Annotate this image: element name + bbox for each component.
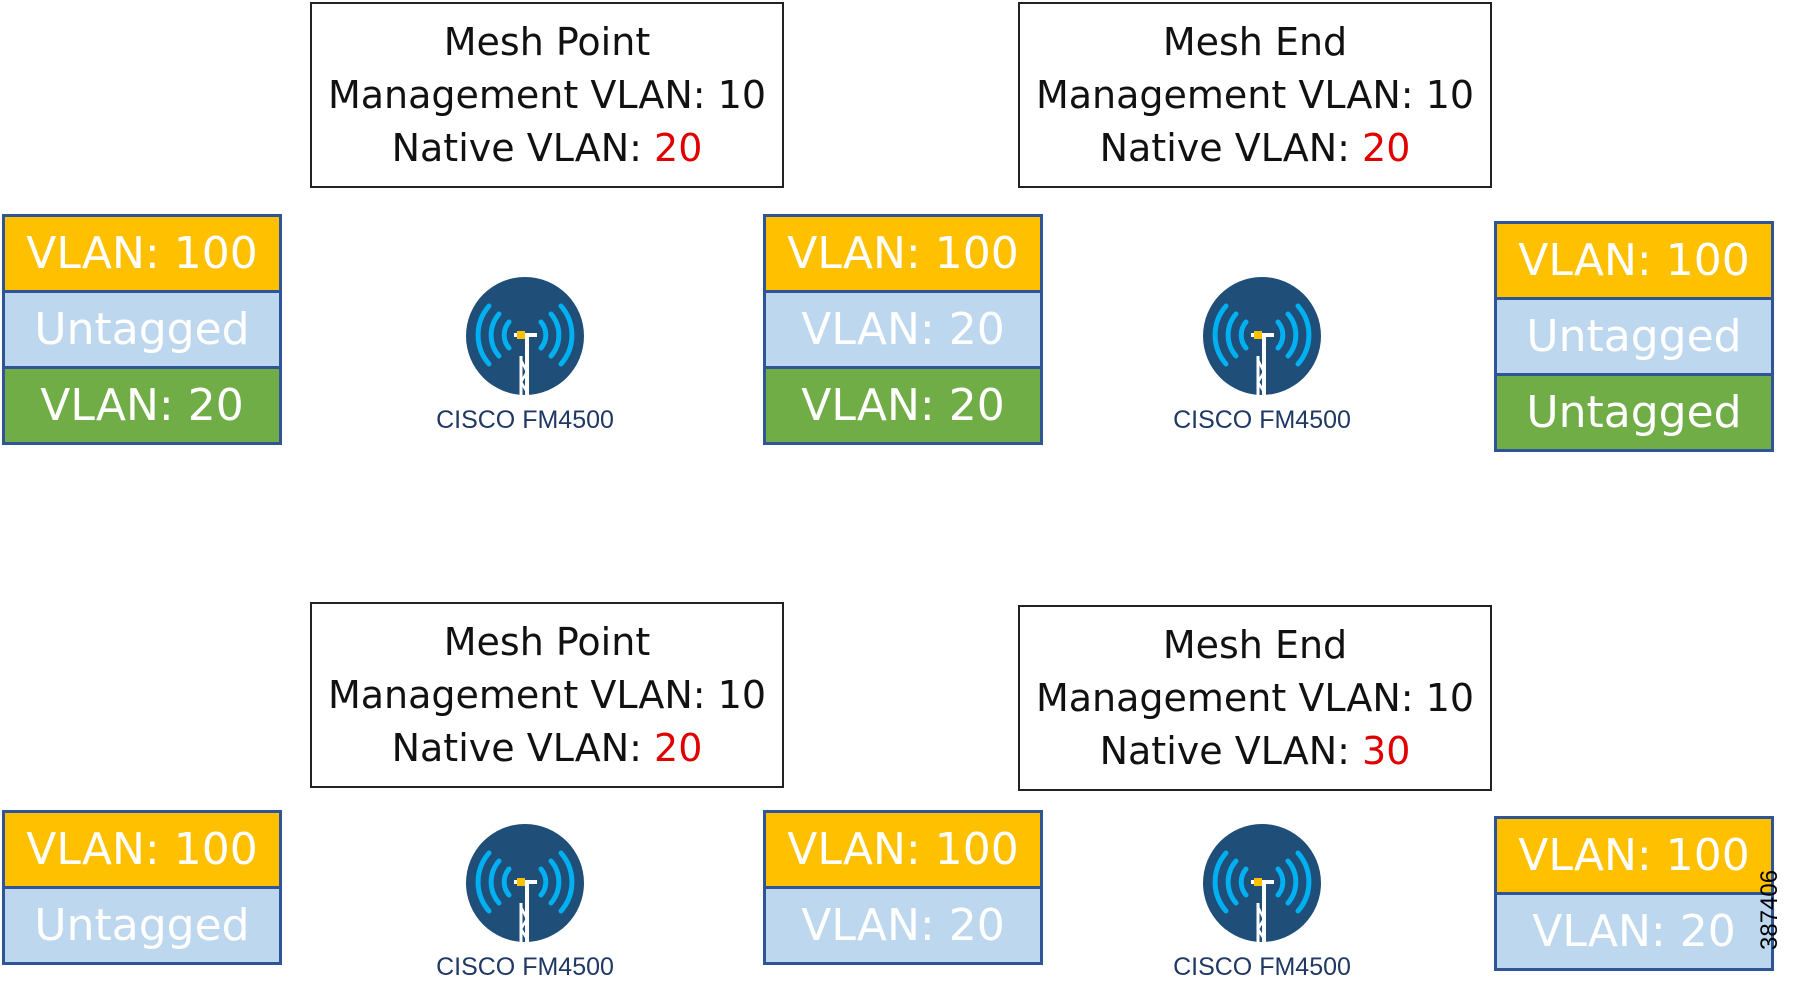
management-vlan-line: Management VLAN: 10: [1036, 672, 1474, 725]
vlan-cell: VLAN: 20: [2, 366, 282, 445]
management-vlan-label: Management VLAN:: [327, 672, 718, 717]
mesh-end-config-box: Mesh End Management VLAN: 10 Native VLAN…: [1018, 605, 1492, 791]
vlan-stack-right: VLAN: 100 Untagged Untagged: [1494, 221, 1774, 452]
vlan-cell: VLAN: 100: [1494, 221, 1774, 300]
wireless-tower-icon: [1203, 824, 1321, 942]
management-vlan-value: 10: [717, 72, 767, 117]
wireless-tower-icon: [466, 824, 584, 942]
vlan-cell: VLAN: 20: [763, 886, 1043, 965]
vlan-stack-middle: VLAN: 100 VLAN: 20: [763, 810, 1043, 965]
management-vlan-value: 10: [717, 672, 767, 717]
native-vlan-label: Native VLAN:: [391, 125, 655, 170]
role-label: Mesh End: [1162, 19, 1348, 64]
vlan-cell: Untagged: [2, 886, 282, 965]
device-label: CISCO FM4500: [1173, 406, 1351, 434]
vlan-cell: Untagged: [2, 290, 282, 369]
native-vlan-value: 30: [1362, 728, 1411, 773]
role-label: Mesh Point: [443, 19, 651, 64]
native-vlan-line: Native VLAN: 20: [392, 122, 703, 175]
native-vlan-value: 20: [654, 125, 703, 170]
vlan-cell: VLAN: 100: [763, 810, 1043, 889]
vlan-cell: VLAN: 100: [763, 214, 1043, 293]
management-vlan-label: Management VLAN:: [1035, 72, 1426, 117]
vlan-cell: VLAN: 100: [2, 810, 282, 889]
native-vlan-value: 20: [1362, 125, 1411, 170]
management-vlan-label: Management VLAN:: [1035, 675, 1426, 720]
vlan-cell: VLAN: 20: [1494, 892, 1774, 971]
management-vlan-value: 10: [1425, 675, 1475, 720]
native-vlan-line: Native VLAN: 30: [1100, 725, 1411, 778]
vlan-cell: Untagged: [1494, 373, 1774, 452]
native-vlan-label: Native VLAN:: [1099, 728, 1363, 773]
vlan-stack-left: VLAN: 100 Untagged VLAN: 20: [2, 214, 282, 445]
device-label: CISCO FM4500: [436, 406, 614, 434]
figure-id: 387406: [1756, 869, 1783, 950]
management-vlan-line: Management VLAN: 10: [328, 669, 766, 722]
device-label: CISCO FM4500: [1173, 953, 1351, 981]
mesh-point-config-box: Mesh Point Management VLAN: 10 Native VL…: [310, 2, 784, 188]
management-vlan-value: 10: [1425, 72, 1475, 117]
wireless-tower-icon: [466, 277, 584, 395]
vlan-cell: VLAN: 20: [763, 290, 1043, 369]
management-vlan-line: Management VLAN: 10: [1036, 69, 1474, 122]
role-label: Mesh End: [1162, 622, 1348, 667]
mesh-end-device: CISCO FM4500: [1162, 276, 1362, 436]
wireless-tower-icon: [1203, 277, 1321, 395]
management-vlan-line: Management VLAN: 10: [328, 69, 766, 122]
native-vlan-label: Native VLAN:: [1099, 125, 1363, 170]
mesh-point-device: CISCO FM4500: [425, 276, 625, 436]
native-vlan-line: Native VLAN: 20: [392, 722, 703, 775]
vlan-cell: VLAN: 100: [1494, 816, 1774, 895]
mesh-point-device: CISCO FM4500: [425, 823, 625, 983]
native-vlan-label: Native VLAN:: [391, 725, 655, 770]
vlan-stack-right: VLAN: 100 VLAN: 20: [1494, 816, 1774, 971]
device-label: CISCO FM4500: [436, 953, 614, 981]
management-vlan-label: Management VLAN:: [327, 72, 718, 117]
mesh-end-device: CISCO FM4500: [1162, 823, 1362, 983]
role-label: Mesh Point: [443, 619, 651, 664]
mesh-point-config-box: Mesh Point Management VLAN: 10 Native VL…: [310, 602, 784, 788]
vlan-stack-middle: VLAN: 100 VLAN: 20 VLAN: 20: [763, 214, 1043, 445]
vlan-stack-left: VLAN: 100 Untagged: [2, 810, 282, 965]
vlan-cell: Untagged: [1494, 297, 1774, 376]
vlan-cell: VLAN: 100: [2, 214, 282, 293]
mesh-end-config-box: Mesh End Management VLAN: 10 Native VLAN…: [1018, 2, 1492, 188]
native-vlan-line: Native VLAN: 20: [1100, 122, 1411, 175]
vlan-cell: VLAN: 20: [763, 366, 1043, 445]
native-vlan-value: 20: [654, 725, 703, 770]
